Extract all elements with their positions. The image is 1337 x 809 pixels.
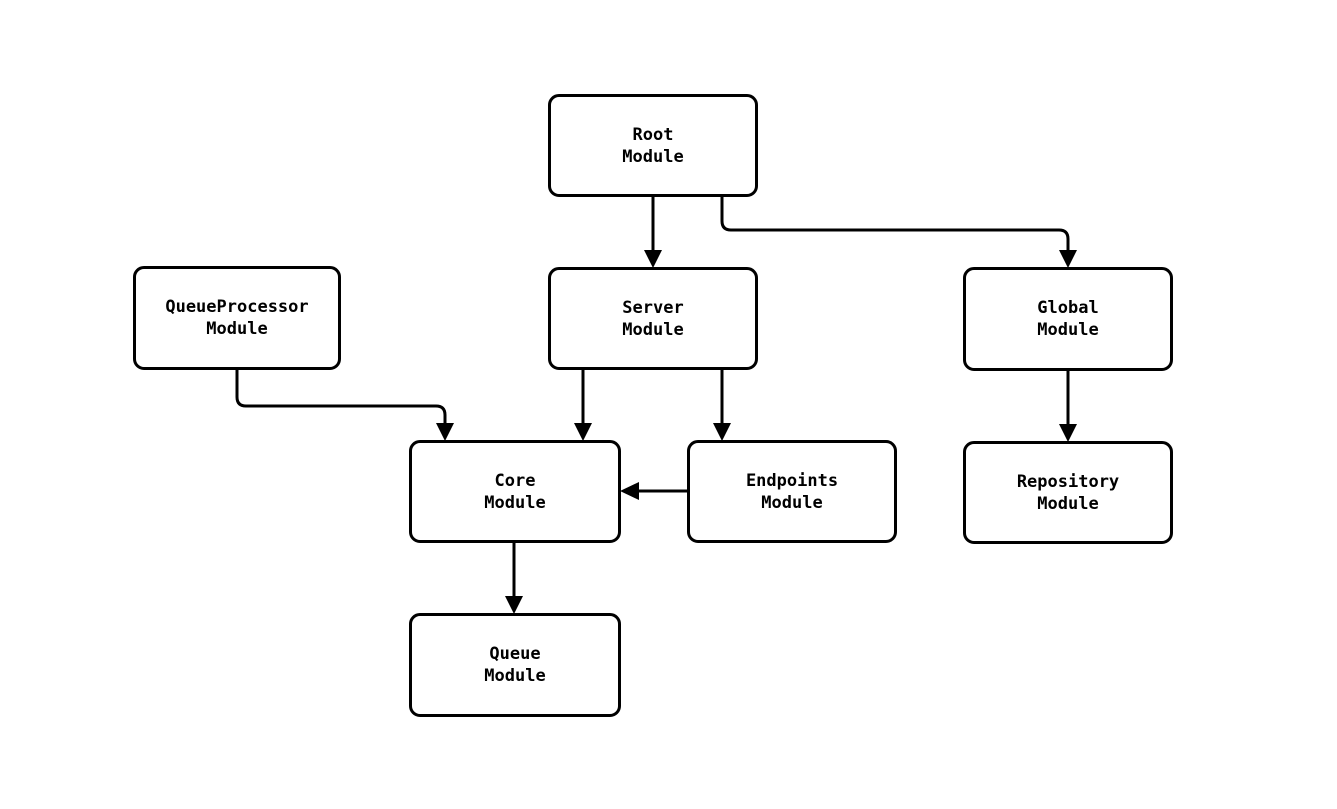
node-root[interactable]: Root Module [548, 94, 758, 197]
edge-queueprocessor-to-core [235, 370, 454, 441]
edge-root-to-global-line [720, 197, 1070, 253]
edge-global-to-repository [1059, 371, 1077, 442]
node-queueprocessor-label: QueueProcessor Module [165, 297, 309, 339]
node-endpoints[interactable]: Endpoints Module [687, 440, 897, 543]
edge-root-to-server [644, 197, 662, 268]
node-server[interactable]: Server Module [548, 267, 758, 370]
node-server-label: Server Module [622, 297, 684, 340]
edge-core-to-queue [505, 543, 523, 614]
edge-root-to-global-arrowhead [1059, 250, 1077, 268]
node-global-label: Global Module [1037, 298, 1099, 340]
node-queueprocessor[interactable]: QueueProcessor Module [133, 266, 341, 370]
node-core[interactable]: Core Module [409, 440, 621, 543]
node-root-label: Root Module [622, 124, 684, 167]
node-repository[interactable]: Repository Module [963, 441, 1173, 544]
node-queue-label: Queue Module [484, 644, 546, 686]
edge-endpoints-to-core [620, 482, 687, 500]
node-endpoints-label: Endpoints Module [745, 470, 839, 513]
edge-server-to-core-arrowhead [574, 423, 592, 441]
edge-server-to-endpoints-arrowhead [713, 423, 731, 441]
node-core-label: Core Module [484, 470, 546, 513]
node-global[interactable]: Global Module [963, 267, 1173, 371]
edge-core-to-queue-arrowhead [505, 596, 523, 614]
edge-server-to-endpoints [713, 370, 731, 441]
edge-root-to-global [720, 197, 1077, 268]
node-repository-label: Repository Module [1016, 471, 1120, 514]
edge-global-to-repository-arrowhead [1059, 424, 1077, 442]
edge-queueprocessor-to-core-line [235, 370, 447, 426]
edge-root-to-server-arrowhead [644, 250, 662, 268]
edge-server-to-core [574, 370, 592, 441]
edge-endpoints-to-core-arrowhead [620, 482, 639, 500]
node-queue[interactable]: Queue Module [409, 613, 621, 717]
edge-queueprocessor-to-core-arrowhead [436, 423, 454, 441]
